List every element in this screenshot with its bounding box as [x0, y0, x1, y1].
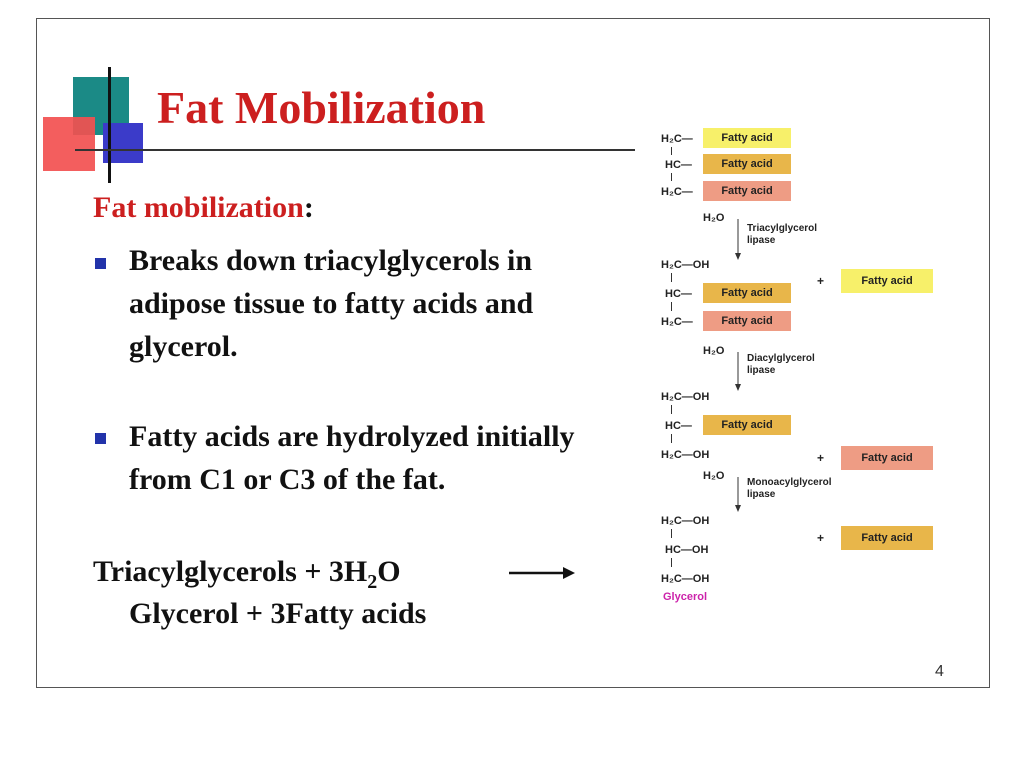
bullet-text-1: Breaks down triacylglycerols in adipose …: [129, 244, 534, 363]
plus-sign: +: [817, 531, 825, 545]
slide: Fat Mobilization Fat mobilization: Break…: [36, 18, 990, 688]
plus-sign: +: [817, 451, 825, 465]
down-arrow-icon: [735, 477, 741, 512]
fatty-acid-box-salmon: Fatty acid: [703, 311, 791, 331]
down-arrow-icon: [735, 352, 741, 391]
h2c-label: H₂C—: [661, 186, 693, 198]
bond-line: [671, 302, 672, 311]
bullet-square-icon: [95, 433, 106, 444]
equation-products: Glycerol + 3Fatty acids: [129, 597, 427, 630]
water-label: H₂O: [703, 470, 725, 482]
bullet-square-icon: [95, 258, 106, 269]
page-number: 4: [935, 663, 944, 680]
hc-label: HC—: [665, 159, 692, 171]
fatty-acid-box-salmon: Fatty acid: [703, 181, 791, 201]
fatty-acid-box-orange: Fatty acid: [703, 415, 791, 435]
fatty-acid-box-yellow: Fatty acid: [703, 128, 791, 148]
released-fatty-acid-yellow: Fatty acid: [841, 269, 933, 293]
h2c-oh-label: H₂C—OH: [661, 573, 710, 585]
bond-line: [671, 558, 672, 567]
equation-reactants: Triacylglycerols + 3H2O: [93, 555, 401, 594]
equation-reactant-text: Triacylglycerols + 3H: [93, 555, 368, 588]
glycerol-label: Glycerol: [663, 591, 708, 603]
water-label: H₂O: [703, 345, 725, 357]
subheading-term: Fat mobilization: [93, 191, 304, 224]
subheading-colon: :: [303, 191, 314, 224]
slide-title: Fat Mobilization: [157, 82, 486, 133]
bond-line: [671, 529, 672, 538]
h2c-oh-label: H₂C—OH: [661, 449, 710, 461]
title-underline: [75, 149, 635, 151]
equation-reactant-end: O: [377, 555, 401, 588]
triacylglycerol-lipase-label: Triacylglycerol lipase: [747, 223, 818, 246]
hc-label: HC—: [665, 420, 692, 432]
released-fatty-acid-orange: Fatty acid: [841, 526, 933, 550]
down-arrow-icon: [735, 219, 741, 260]
h2c-oh-label: H₂C—OH: [661, 515, 710, 527]
h2c-label: H₂C—: [661, 316, 693, 328]
logo-vertical-line: [108, 67, 111, 183]
fatty-acid-box-orange: Fatty acid: [703, 154, 791, 174]
bond-line: [671, 173, 672, 181]
bond-line: [671, 434, 672, 443]
bond-line: [671, 405, 672, 414]
h2c-oh-label: H₂C—OH: [661, 391, 710, 403]
bond-line: [671, 273, 672, 282]
monoacylglycerol-lipase-label: Monoacylglycerol lipase: [747, 477, 832, 500]
equation-subscript: 2: [367, 571, 378, 593]
fatty-acid-box-orange: Fatty acid: [703, 283, 791, 303]
released-fatty-acid-salmon: Fatty acid: [841, 446, 933, 470]
diacylglycerol-lipase-label: Diacylglycerol lipase: [747, 353, 815, 376]
water-label: H₂O: [703, 212, 725, 224]
hc-label: HC—: [665, 288, 692, 300]
reaction-arrow-icon: [509, 567, 575, 579]
bond-line: [671, 147, 672, 155]
hc-oh-label: HC—OH: [665, 544, 709, 556]
subheading: Fat mobilization:: [93, 191, 314, 225]
bullet-text-2: Fatty acids are hydrolyzed initially fro…: [129, 420, 575, 496]
h2c-label: H₂C—: [661, 133, 693, 145]
logo-red-square: [43, 117, 95, 171]
plus-sign: +: [817, 274, 825, 288]
h2c-oh-label: H₂C—OH: [661, 259, 710, 271]
